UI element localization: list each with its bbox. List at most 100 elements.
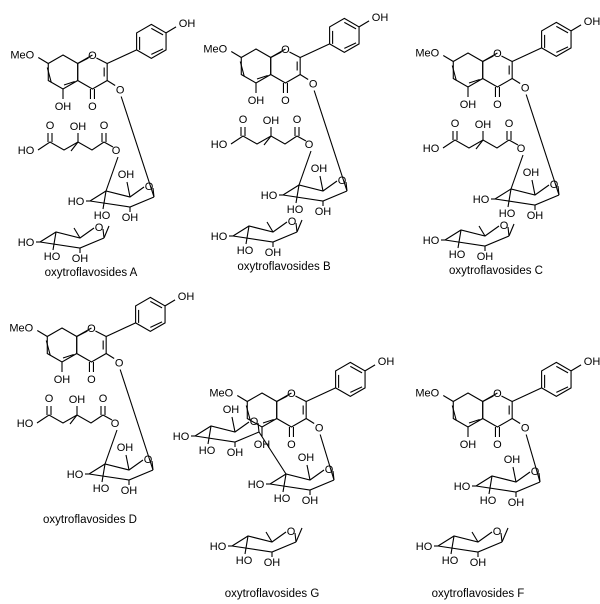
bond [245, 225, 250, 245]
acyl-chain [230, 135, 298, 145]
structure-caption: oxytroflavosides C [449, 265, 543, 277]
atom-label: OH [475, 119, 492, 131]
atom-label: OH [584, 356, 600, 368]
atom-label: O [287, 388, 296, 400]
bond [296, 135, 307, 142]
bond [103, 141, 114, 148]
bond [126, 181, 131, 198]
bond [164, 299, 176, 307]
atom-label: OH [298, 452, 315, 464]
atom-label: OH [117, 442, 134, 454]
bond [276, 395, 288, 402]
atom-label: HO [210, 541, 227, 553]
bond [245, 405, 251, 421]
sugar-ring [282, 180, 338, 196]
bond [500, 532, 503, 543]
atom-label: O [517, 143, 526, 155]
ring-a [46, 327, 78, 363]
sugar-ring [494, 194, 560, 206]
atom-label: OH [248, 95, 265, 107]
bond [105, 322, 136, 337]
sugar-ring [89, 196, 155, 208]
bond [350, 365, 363, 374]
bond [105, 353, 115, 359]
bond [501, 55, 513, 62]
atom-label: OH [179, 18, 196, 30]
atom-label: O [493, 388, 502, 400]
bond [76, 330, 88, 337]
sugar-ring [437, 541, 503, 553]
ring-a [240, 48, 272, 84]
bond [442, 55, 454, 62]
atom-label: HO [454, 481, 471, 493]
atom-label: OH [254, 439, 271, 451]
bond [46, 67, 52, 83]
bond [37, 57, 49, 64]
atom-label: O [500, 220, 509, 232]
atom-label: OH [470, 557, 487, 569]
bond [36, 330, 48, 337]
atom-label: O [309, 79, 318, 91]
sugar-ring [194, 431, 260, 443]
atom-label: O [144, 454, 153, 466]
bond [151, 48, 164, 55]
bond [95, 330, 107, 337]
bond [306, 464, 311, 481]
bond [350, 386, 363, 393]
atom-label: OH [55, 101, 72, 113]
atom-label: HO [248, 479, 265, 491]
atom-label: O [287, 439, 296, 451]
bond [556, 46, 569, 53]
bond [69, 414, 78, 425]
bond [508, 139, 519, 146]
atom-label: O [287, 526, 296, 538]
atom-label: OH [263, 115, 280, 127]
glycosidic-bond [295, 527, 303, 543]
bond [471, 531, 479, 543]
glycosidic-bond [313, 90, 348, 192]
bond [570, 364, 582, 372]
structure-caption: oxytroflavosides G [225, 588, 320, 600]
atom-label: O [338, 175, 347, 187]
atom-label: HO [274, 493, 291, 505]
sugar-ring [88, 469, 154, 481]
sugar-ring [269, 479, 335, 491]
sugar-ring [39, 227, 95, 243]
atom-label: OH [378, 356, 395, 368]
atom-label: OH [460, 99, 477, 111]
bond [364, 364, 376, 372]
bond [125, 454, 130, 471]
atom-label: OH [72, 253, 89, 265]
atom-label: O [99, 393, 108, 405]
bond [282, 473, 287, 493]
atom-label: O [145, 181, 154, 193]
atom-label: OH [372, 12, 389, 24]
bond [570, 24, 582, 32]
atom-label: HO [211, 231, 228, 243]
atom-label: OH [69, 394, 86, 406]
bond [230, 51, 242, 58]
acyl-chain [36, 414, 104, 424]
bond [457, 229, 462, 249]
bond [475, 139, 484, 150]
bond [265, 531, 273, 543]
atom-label: MeO [415, 388, 439, 400]
atom-label: OH [460, 439, 477, 451]
ring-b [541, 361, 572, 398]
atom-label: O [281, 44, 290, 56]
bond [207, 425, 212, 445]
atom-label: O [531, 466, 540, 478]
glycosidic-bond [120, 96, 155, 198]
atom-label: HO [473, 194, 490, 206]
bond [556, 386, 569, 393]
atom-label: OH [311, 163, 328, 175]
glycosidic-bond [119, 369, 154, 471]
bond [102, 228, 105, 239]
atom-label: OH [178, 291, 195, 303]
atom-label: HO [237, 245, 254, 257]
atom-label: HO [499, 208, 516, 220]
bond [482, 395, 494, 402]
